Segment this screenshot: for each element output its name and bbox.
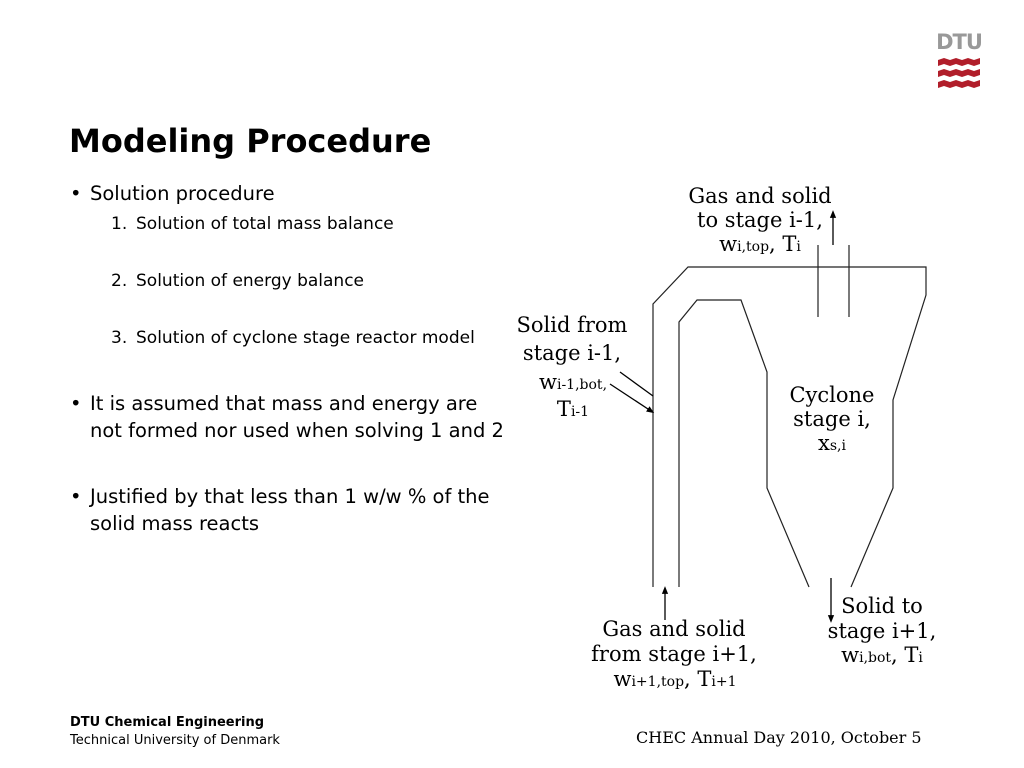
- bullet-marker: •: [70, 392, 82, 415]
- step-text: Solution of energy balance: [136, 271, 365, 291]
- bottom-right-label-line1: Solid to: [841, 594, 923, 618]
- vortex-finder: [817, 245, 850, 317]
- footer-university: Technical University of Denmark: [70, 733, 280, 748]
- top-label-line1: Gas and solid: [688, 184, 831, 208]
- solid-inlet-arrow-1: [609, 383, 655, 414]
- left-label-line2: stage i-1,: [523, 341, 621, 365]
- left-label-temp: Ti-1: [557, 397, 589, 421]
- step-text: Solution of cyclone stage reactor model: [136, 328, 475, 348]
- step-number: 2.: [111, 271, 128, 291]
- slide-title: Modeling Procedure: [69, 122, 432, 160]
- step-number: 1.: [111, 214, 128, 234]
- center-label-line2: stage i,: [793, 407, 871, 431]
- bottom-left-label-line2: from stage i+1,: [591, 642, 757, 666]
- bottom-right-label-line2: stage i+1,: [828, 619, 937, 643]
- top-label-line2: to stage i-1,: [697, 208, 823, 232]
- bottom-left-label-line1: Gas and solid: [602, 617, 745, 641]
- step-text: Solution of total mass balance: [136, 214, 394, 234]
- top-label-flow: wi,top, Ti: [719, 232, 801, 256]
- bullet-marker: •: [70, 485, 82, 508]
- footer-event: CHEC Annual Day 2010, October 5: [636, 728, 922, 747]
- bottom-left-label-flow: wi+1,top, Ti+1: [613, 667, 736, 691]
- center-label-line1: Cyclone: [789, 383, 874, 407]
- footer-organization: DTU Chemical Engineering: [70, 715, 265, 730]
- bullet-solution-procedure: • Solution procedure: [70, 180, 510, 207]
- riser-inner-wall: [678, 299, 810, 588]
- slide-content: • Solution procedure 1. Solution of tota…: [70, 180, 510, 537]
- bullet-justification: • Justified by that less than 1 w/w % of…: [70, 483, 510, 537]
- step-1: 1. Solution of total mass balance: [70, 212, 510, 236]
- center-label-fraction: xs,i: [818, 431, 846, 455]
- step-3: 3. Solution of cyclone stage reactor mod…: [70, 326, 510, 350]
- step-number: 3.: [111, 328, 128, 348]
- bottom-right-label-flow: wi,bot, Ti: [841, 643, 923, 667]
- dtu-logo-text: DTU: [936, 30, 983, 54]
- step-2: 2. Solution of energy balance: [70, 269, 510, 293]
- bullet-text: It is assumed that mass and energy are n…: [90, 392, 504, 442]
- bullet-marker: •: [70, 182, 82, 205]
- bullet-assumption: • It is assumed that mass and energy are…: [70, 390, 510, 444]
- left-label-flow: wi-1,bot,: [539, 370, 607, 394]
- dtu-logo: DTU: [936, 30, 983, 94]
- riser-outer-wall: [652, 266, 927, 588]
- bullet-text: Solution procedure: [90, 182, 275, 205]
- left-label-line1: Solid from: [517, 313, 628, 337]
- bullet-text: Justified by that less than 1 w/w % of t…: [90, 485, 490, 535]
- solid-inlet-arrow-2: [619, 371, 654, 397]
- dtu-logo-waves-icon: [938, 58, 980, 88]
